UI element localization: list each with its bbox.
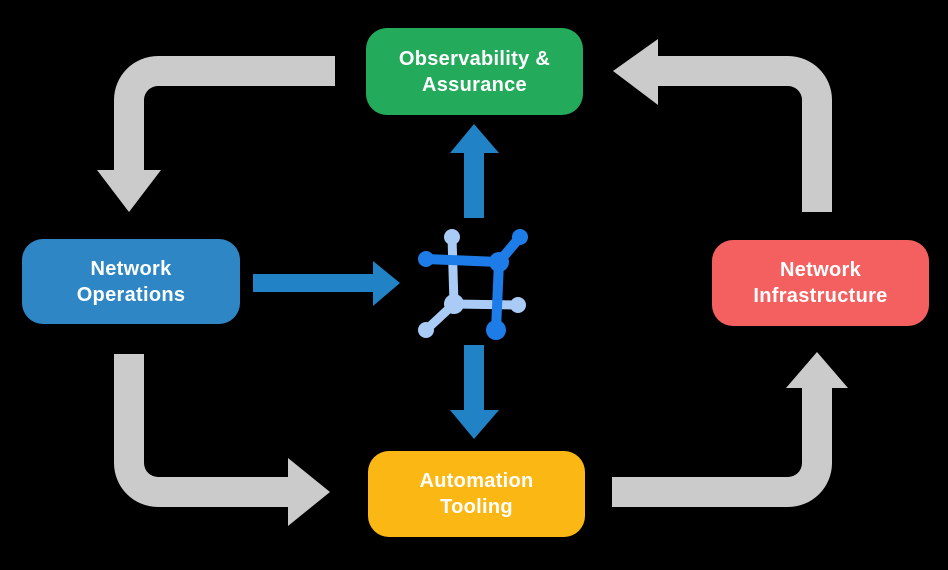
arrow-operations-to-automation-icon — [114, 354, 330, 526]
node-observability-label-line2: Assurance — [422, 73, 527, 96]
node-operations-label-line1: Network — [90, 257, 172, 280]
node-network-infrastructure: Network Infrastructure — [712, 240, 929, 326]
node-automation-label-line1: Automation — [419, 470, 534, 492]
node-infrastructure-label-line2: Infrastructure — [753, 285, 888, 307]
node-automation-label-line2: Tooling — [440, 496, 513, 518]
node-network-operations: Network Operations — [22, 239, 240, 324]
node-infrastructure-label-line1: Network — [779, 259, 861, 281]
network-icon-light-dots — [418, 229, 526, 338]
node-observability-label-line1: Observability & — [398, 47, 551, 70]
arrow-platform-to-automation-icon — [450, 345, 499, 439]
arrow-platform-to-observability-icon — [450, 124, 499, 218]
arrow-operations-to-platform-icon — [253, 261, 400, 306]
node-observability-assurance: Observability & Assurance — [366, 28, 583, 115]
node-operations-label-line2: Operations — [76, 283, 186, 306]
arrow-observability-to-operations-icon — [97, 56, 335, 212]
arrow-automation-to-infrastructure-icon — [612, 352, 848, 507]
arrow-infrastructure-to-observability-icon — [613, 39, 832, 212]
node-automation-tooling: Automation Tooling — [368, 451, 585, 537]
network-icon-dark-dots — [418, 229, 528, 340]
network-platform-icon — [418, 229, 528, 340]
